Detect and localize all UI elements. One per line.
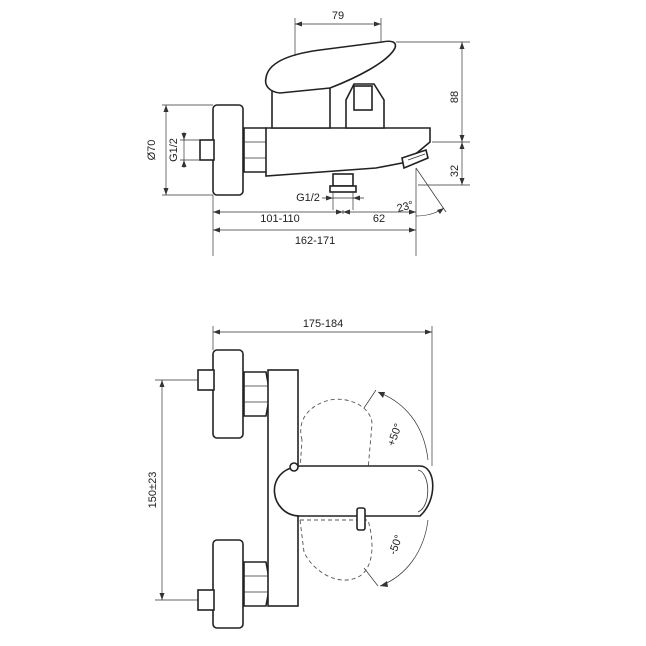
dim-rotation-plus: +50° [386, 422, 405, 448]
dim-lever-width: 79 [332, 10, 344, 22]
upper-hex-nut [243, 371, 271, 417]
dim-height-top: 88 [449, 91, 461, 103]
dim-outlet-thread: G1/2 [296, 192, 320, 204]
wall-flange [212, 104, 244, 196]
lower-hex-nut [243, 561, 271, 607]
mixer-body [265, 127, 431, 177]
dim-diameter: Ø70 [146, 140, 158, 161]
dim-total-width: 175-184 [303, 318, 343, 330]
diverter-button [353, 85, 373, 111]
dim-height-spout: 32 [449, 165, 461, 177]
dim-inlet-spacing: 150±23 [147, 472, 159, 509]
upper-inlet-stub [197, 369, 215, 391]
lever-pivot [289, 462, 299, 472]
dim-rotation-minus: -50° [387, 533, 405, 556]
lower-wall-flange [212, 539, 244, 629]
dim-body-depth: 101-110 [260, 213, 300, 225]
outlet-stub [332, 173, 354, 187]
dim-total-depth: 162-171 [295, 235, 335, 247]
lever-position-minus-50 [299, 519, 373, 581]
outlet-nut [329, 185, 357, 193]
dim-inlet-thread: G1/2 [168, 138, 180, 162]
side-view: 79 88 32 Ø70 G1/2 G1/2 [146, 10, 470, 256]
lever-handle [264, 40, 397, 94]
lever-position-plus-50 [299, 398, 373, 471]
aerator [401, 148, 429, 170]
top-view: 175-184 150±23 +50° -50° [147, 318, 434, 629]
diverter-stem [356, 507, 366, 531]
upper-wall-flange [212, 349, 244, 439]
lever-top-view [273, 465, 434, 517]
lower-inlet-stub [197, 589, 215, 611]
inlet-stub [199, 139, 215, 161]
dim-outlet-offset: 62 [373, 213, 385, 225]
